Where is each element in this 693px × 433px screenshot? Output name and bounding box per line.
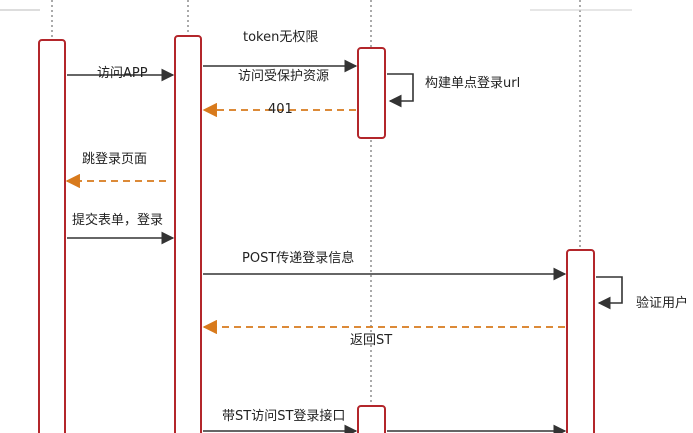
message-label-redirect-login: 跳登录页面 [82,152,148,167]
activation-browser [38,39,66,433]
message-label-401: 401 [268,102,293,117]
message-label-submit-form: 提交表单，登录 [72,213,164,228]
activation-sso-server [566,249,595,433]
message-label-st-access-login: 带ST访问ST登录接口 [222,409,346,424]
message-label-build-sso-url: 构建单点登录url [425,76,521,91]
arrow-verify-user [596,276,623,310]
arrow-build-sso-url [387,73,414,108]
message-label-visit-app: 访问APP [97,66,148,81]
message-label-verify-user: 验证用户 [636,296,689,311]
activation-resource-2 [357,405,386,433]
message-label-token-no-permission: token无权限 [243,30,319,45]
message-label-access-protected: 访问受保护资源 [238,69,330,84]
activation-resource [357,47,386,139]
message-label-post-login: POST传递登录信息 [242,251,355,266]
message-label-return-st: 返回ST [350,333,393,348]
activation-app [174,35,202,433]
